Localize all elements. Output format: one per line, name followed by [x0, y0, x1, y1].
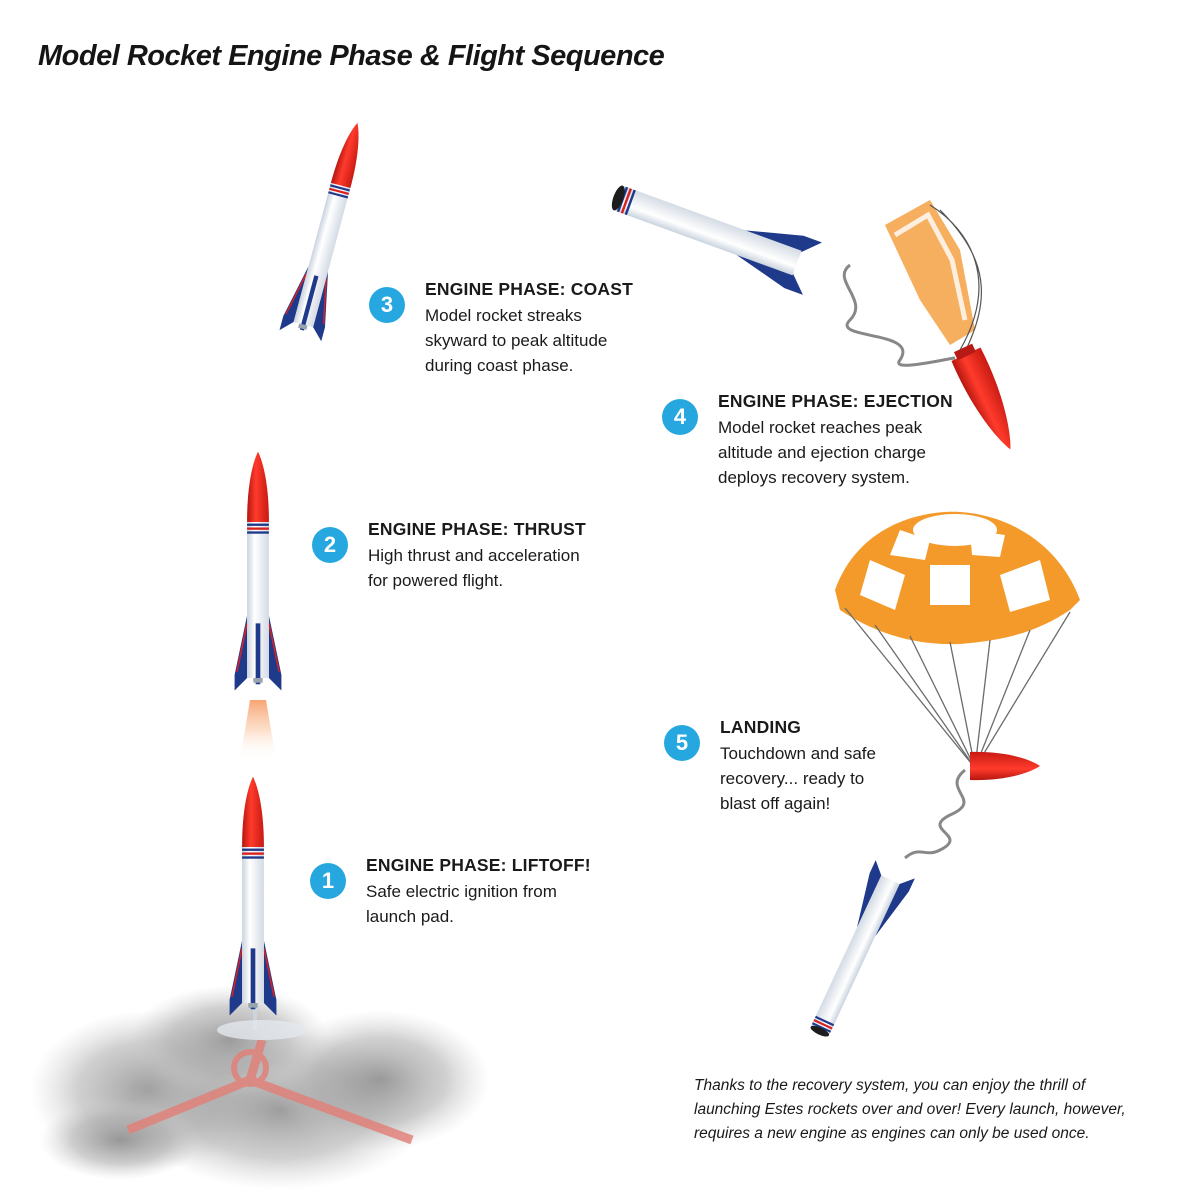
step-number-badge: 2 [312, 527, 348, 563]
step-description: Touchdown and safe recovery... ready to … [720, 744, 876, 813]
nose-cone-icon [951, 343, 1011, 450]
shock-cord [904, 768, 966, 860]
step-title: ENGINE PHASE: EJECTION [718, 391, 953, 411]
rocket-icon [228, 776, 278, 1017]
rocket-icon [278, 116, 379, 342]
shock-cord [842, 263, 956, 367]
smoke-cloud-icon [30, 985, 490, 1190]
step-title: ENGINE PHASE: LIFTOFF! [366, 855, 591, 875]
rocket-icon [233, 451, 283, 692]
step-number-badge: 4 [662, 399, 698, 435]
step-number-badge: 1 [310, 863, 346, 899]
streamer-icon [885, 200, 982, 353]
step-title: LANDING [720, 717, 802, 737]
step-description: High thrust and acceleration for powered… [368, 546, 580, 590]
step-number-badge: 3 [369, 287, 405, 323]
step-number-badge: 5 [664, 725, 700, 761]
step-description: Model rocket streaks skyward to peak alt… [425, 306, 608, 375]
nose-cone-icon [970, 751, 1040, 781]
rocket-icon [810, 860, 915, 1037]
parachute-icon [835, 511, 1080, 769]
flame-icon [240, 700, 276, 760]
step-title: ENGINE PHASE: THRUST [368, 519, 586, 539]
step-description: Safe electric ignition from launch pad. [366, 882, 557, 926]
step-title: ENGINE PHASE: COAST [425, 279, 633, 299]
step-description: Model rocket reaches peak altitude and e… [718, 418, 926, 487]
rocket-icon [611, 185, 823, 295]
page-title: Model Rocket Engine Phase & Flight Seque… [38, 40, 665, 72]
footnote: Thanks to the recovery system, you can e… [694, 1077, 1126, 1142]
